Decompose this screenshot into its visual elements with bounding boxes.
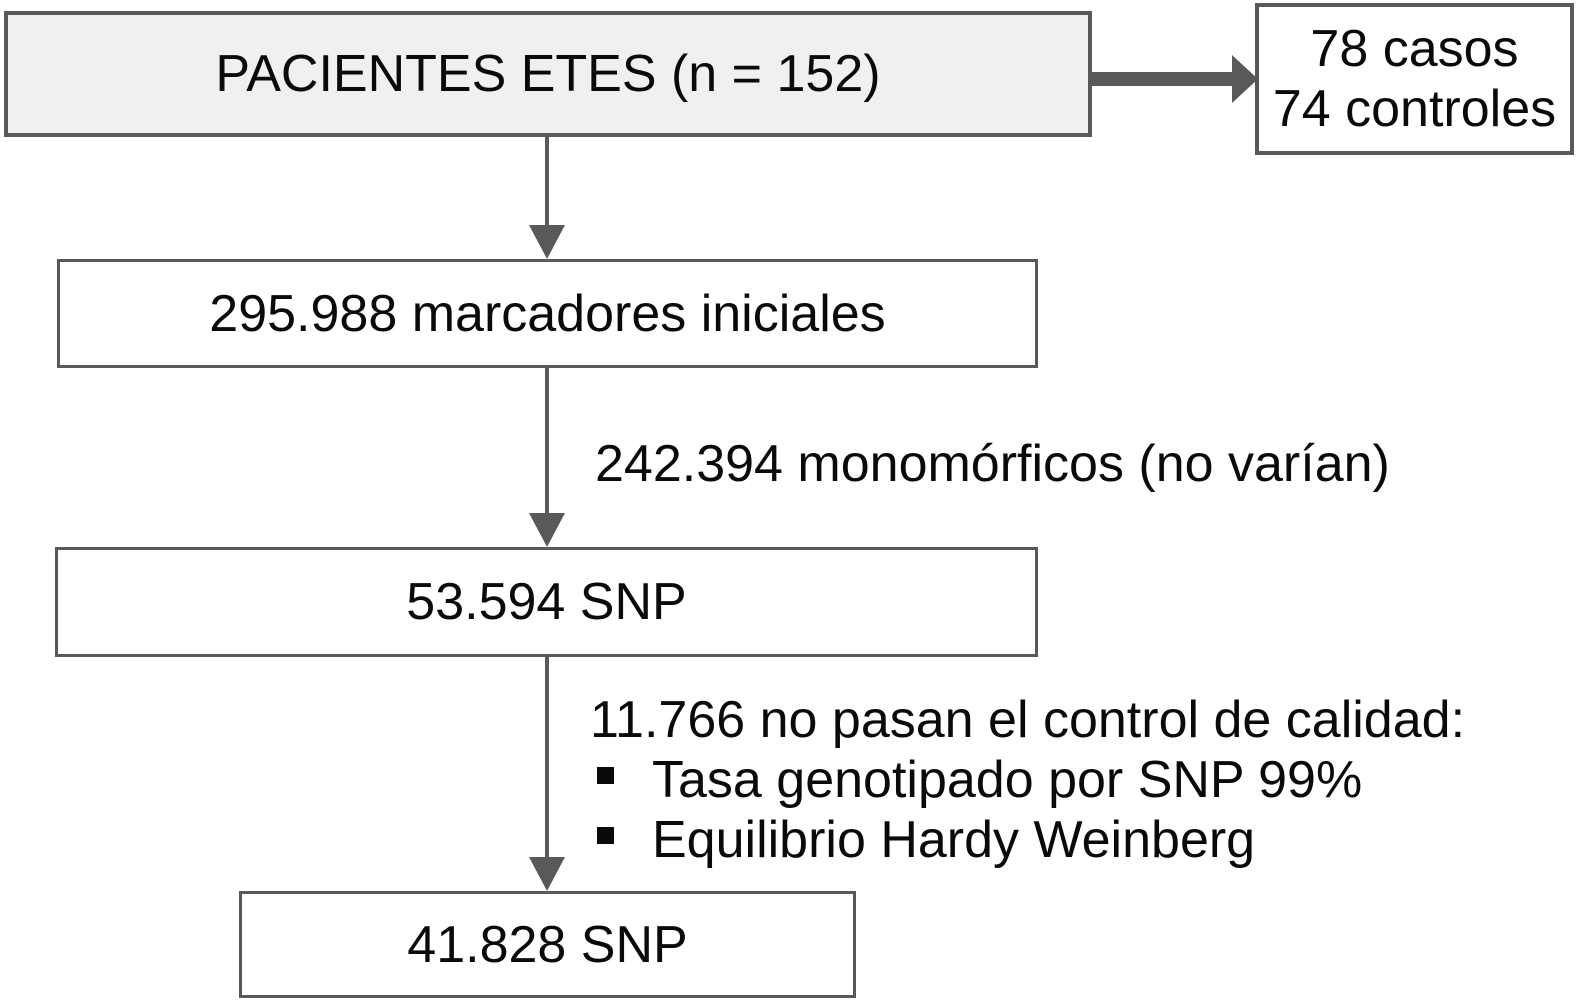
node-marcadores-iniciales: 295.988 marcadores iniciales xyxy=(57,259,1038,368)
controles-count: 74 controles xyxy=(1272,80,1557,138)
connector-line-1 xyxy=(545,137,549,228)
node-snp-53594: 53.594 SNP xyxy=(55,547,1038,657)
qc-heading: 11.766 no pasan el control de calidad: xyxy=(590,691,1466,749)
bullet-square-icon xyxy=(597,766,614,784)
node-pacientes-etes-label: PACIENTES ETES (n = 152) xyxy=(215,45,881,103)
arrow-down-icon xyxy=(529,857,565,891)
qc-bullet-hardy-weinberg: Equilibrio Hardy Weinberg xyxy=(652,811,1256,869)
qc-bullet-item: Equilibrio Hardy Weinberg xyxy=(590,810,1465,870)
qc-bullet-item: Tasa genotipado por SNP 99% xyxy=(590,750,1465,810)
arrow-down-icon xyxy=(529,513,565,547)
bullet-square-icon xyxy=(597,826,614,844)
connector-line-2 xyxy=(545,368,549,516)
node-casos-controles: 78 casos 74 controles xyxy=(1255,3,1574,155)
connector-line-3 xyxy=(545,657,549,860)
node-casos-controles-text: 78 casos 74 controles xyxy=(1273,19,1556,139)
casos-count: 78 casos xyxy=(1310,20,1519,78)
node-snp-41828: 41.828 SNP xyxy=(239,891,856,998)
arrow-down-icon xyxy=(529,225,565,259)
node-pacientes-etes: PACIENTES ETES (n = 152) xyxy=(4,11,1092,137)
edge-label-quality-control: 11.766 no pasan el control de calidad: T… xyxy=(590,690,1465,870)
node-snp-53594-label: 53.594 SNP xyxy=(406,573,687,631)
node-snp-41828-label: 41.828 SNP xyxy=(407,915,688,974)
arrow-right-shaft xyxy=(1092,72,1234,86)
node-marcadores-iniciales-label: 295.988 marcadores iniciales xyxy=(209,284,886,343)
qc-bullet-genotyping-rate: Tasa genotipado por SNP 99% xyxy=(652,751,1363,809)
edge-label-monomorficos: 242.394 monomórficos (no varían) xyxy=(595,435,1390,493)
arrow-right-icon xyxy=(1232,55,1258,103)
